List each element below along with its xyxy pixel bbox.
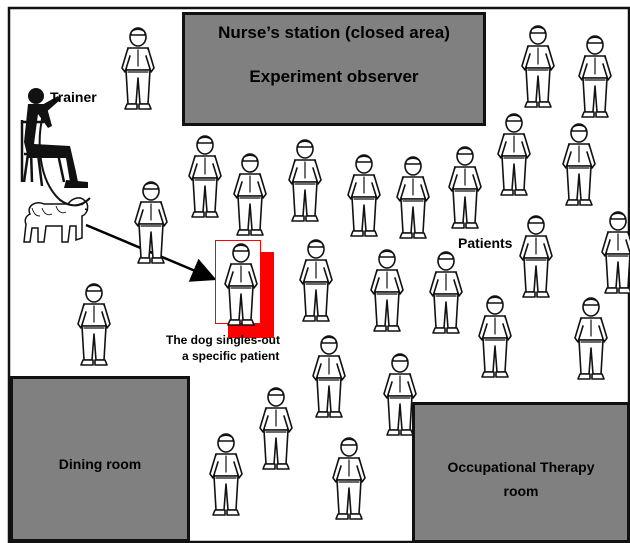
leash-line <box>38 109 91 207</box>
person-icon <box>228 152 272 243</box>
trainer-label: Trainer <box>50 89 97 105</box>
nurse-station: Nurse’s station (closed area) Experiment… <box>182 12 486 126</box>
person-icon <box>342 153 386 244</box>
person-icon <box>307 334 351 425</box>
person-icon <box>424 250 468 341</box>
person-icon <box>557 122 601 213</box>
nurse-station-title: Nurse’s station (closed area) <box>218 23 450 42</box>
person-icon <box>183 134 227 225</box>
person-icon <box>514 214 558 305</box>
person-icon <box>116 26 160 117</box>
person-icon <box>378 352 422 443</box>
person-icon <box>283 138 327 229</box>
person-icon <box>596 210 630 301</box>
person-icon <box>365 248 409 339</box>
person-icon <box>443 145 487 236</box>
dog-icon <box>23 197 89 243</box>
singled-out-label-line2: a specific patient <box>182 349 280 363</box>
person-icon <box>516 24 560 115</box>
person-icon <box>569 296 613 387</box>
person-icon <box>254 386 298 477</box>
ot-room-label-line1: Occupational Therapy <box>447 459 595 475</box>
person-icon <box>72 282 116 373</box>
person-icon <box>391 155 435 246</box>
trainer-silhouette-icon <box>20 88 88 188</box>
patients-label: Patients <box>458 235 513 251</box>
person-icon <box>219 242 263 333</box>
person-icon <box>327 436 371 527</box>
person-icon <box>204 432 248 523</box>
person-icon <box>129 180 173 271</box>
singled-out-label-line1: The dog singles-out <box>166 333 280 347</box>
person-icon <box>492 112 536 203</box>
person-icon <box>294 238 338 329</box>
experiment-observer-label: Experiment observer <box>249 67 419 86</box>
person-icon <box>473 294 517 385</box>
dining-room: Dining room <box>10 376 190 542</box>
ot-room-label-line2: room <box>503 483 539 499</box>
occupational-therapy-room: Occupational Therapy room <box>412 402 630 543</box>
dining-room-label: Dining room <box>58 456 142 472</box>
person-icon <box>573 34 617 125</box>
